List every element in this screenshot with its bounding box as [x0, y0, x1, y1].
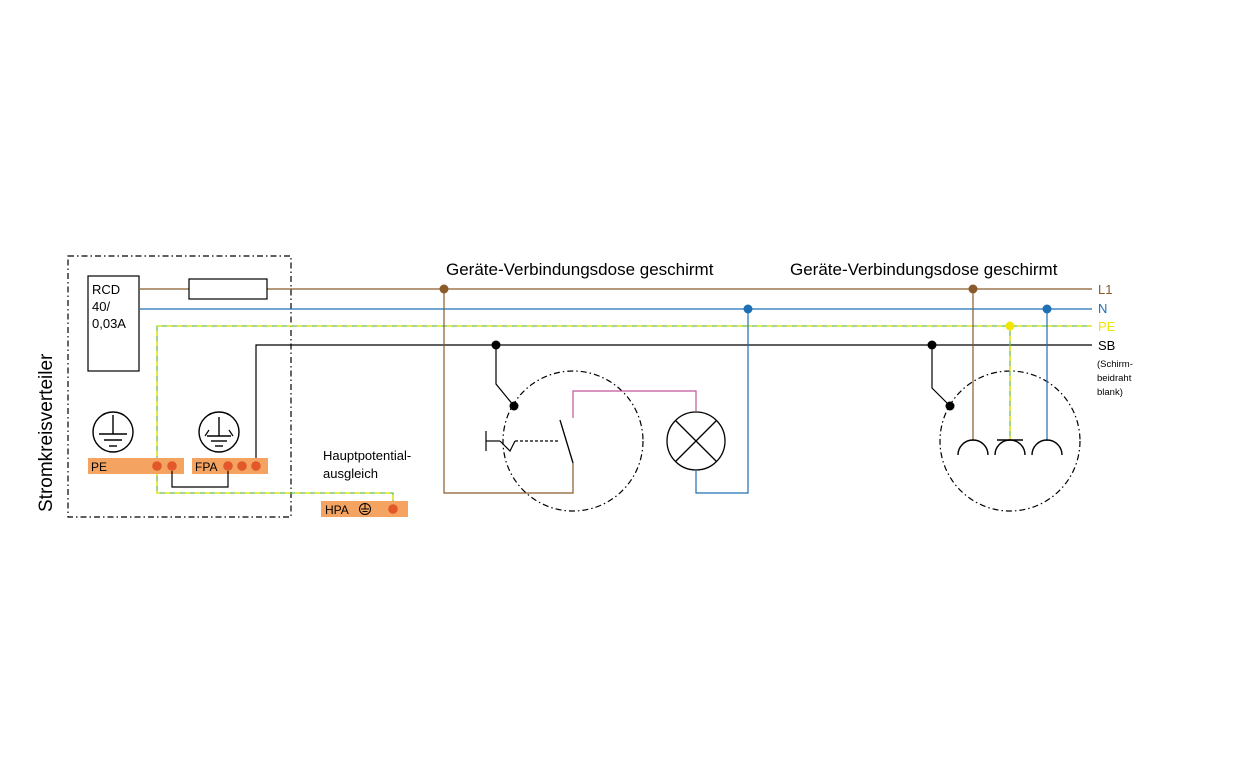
box1-sb-shield-point: [509, 401, 519, 411]
box2-sb-shield-point: [945, 401, 955, 411]
box2-pe-junction: [1005, 321, 1015, 331]
pe-bar: [88, 458, 184, 474]
fpa-terminal-2: [237, 461, 247, 471]
box2-sb-junction: [927, 340, 937, 350]
hpa-bar-label: HPA: [325, 503, 349, 517]
sb-label: SB: [1098, 338, 1115, 353]
protective-earth-icon: [92, 411, 134, 453]
functional-earth-icon: [198, 411, 240, 453]
fuse: [188, 278, 268, 300]
box1-sb-junction: [491, 340, 501, 350]
box1-n-junction: [743, 304, 753, 314]
l1-label: L1: [1098, 282, 1112, 297]
pe-line-yellow: [156, 325, 1092, 509]
socket-icon: [957, 439, 1063, 456]
box1-shield-circle: [502, 370, 644, 512]
pe-bar-label: PE: [91, 460, 107, 474]
fpa-terminal-3: [251, 461, 261, 471]
switch-lamp-wire: [572, 390, 697, 418]
pe-terminal-1: [152, 461, 162, 471]
hpa-label-1: Hauptpotential-: [323, 448, 411, 463]
pe-label: PE: [1098, 319, 1116, 334]
fpa-bar-label: FPA: [195, 460, 217, 474]
switch-icon: [485, 419, 574, 464]
sb-line: [255, 344, 1092, 466]
box2-sb-drop: [931, 345, 951, 407]
pe-terminal-2: [167, 461, 177, 471]
box2-l1-junction: [968, 284, 978, 294]
lamp-icon: [666, 411, 726, 471]
hpa-label-2: ausgleich: [323, 466, 378, 481]
lamp-n-wire: [695, 309, 749, 494]
rcd-label-3: 0,03A: [92, 316, 126, 331]
box2-title: Geräte-Verbindungsdose geschirmt: [790, 260, 1058, 279]
sb-note-3: blank): [1097, 387, 1123, 398]
box1-title: Geräte-Verbindungsdose geschirmt: [446, 260, 714, 279]
sb-note-2: beidraht: [1097, 373, 1132, 384]
rcd-box: [87, 275, 140, 372]
earth-small-icon: [359, 503, 371, 515]
box1-l1-junction: [439, 284, 449, 294]
sb-note-1: (Schirm-: [1097, 359, 1133, 370]
pe-line-green: [156, 325, 1092, 509]
box2-n-junction: [1042, 304, 1052, 314]
distributor-frame: [67, 255, 292, 518]
box1-sb-drop: [495, 345, 515, 407]
hpa-terminal: [388, 504, 398, 514]
rcd-label-1: RCD: [92, 282, 120, 297]
box1-l1-drop: [443, 289, 574, 494]
n-label: N: [1098, 301, 1107, 316]
fpa-terminal-1: [223, 461, 233, 471]
distributor-title: Stromkreisverteiler: [36, 353, 57, 512]
rcd-label-2: 40/: [92, 299, 110, 314]
pe-fpa-link: [171, 471, 229, 488]
